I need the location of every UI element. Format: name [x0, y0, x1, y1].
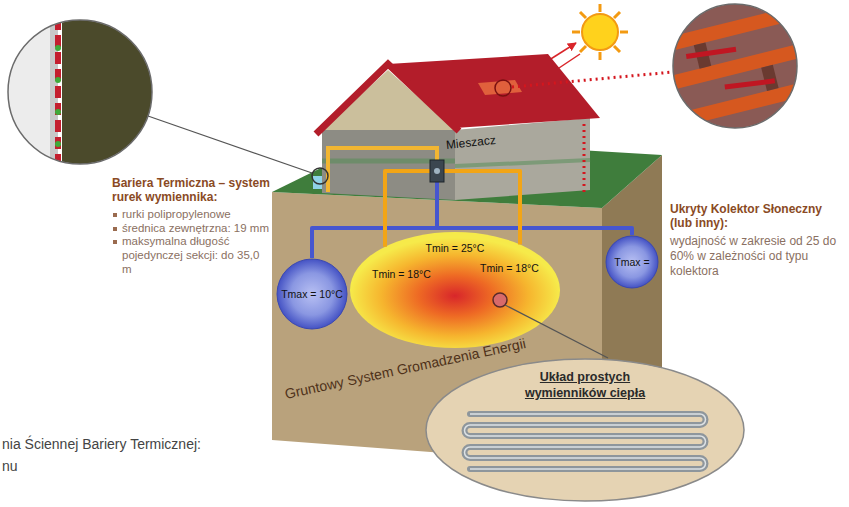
leader-line: [505, 305, 608, 358]
label-group: nia Ściennej Bariery Termicznej:nu: [2, 434, 322, 477]
temperature-label: Tmin = 18°C: [372, 268, 431, 280]
collector-board: [651, 37, 829, 94]
sun-ray: [580, 46, 586, 52]
mixer-shape: [430, 160, 444, 182]
zoom-outline: [673, 4, 797, 128]
cold-zone-circle: Tmax = 10°C: [276, 258, 348, 330]
pipe-dot: [55, 77, 61, 83]
sun-ray: [572, 31, 580, 34]
batten: [761, 65, 778, 91]
sun-ray: [614, 46, 620, 52]
sun-ray: [620, 31, 628, 34]
zoom-outline: [8, 20, 152, 164]
collector-pipe: [583, 124, 586, 196]
temperature-label: Tmin = 25°C: [420, 242, 490, 254]
label-group: Bariera Termiczna – system rurek wymienn…: [112, 176, 270, 277]
callout-heading: Bariera Termiczna – system rurek wymienn…: [112, 176, 270, 205]
node-outline: [430, 160, 444, 182]
pipe-dot: [55, 109, 61, 115]
collector-zoom: [642, 0, 838, 131]
sun: [572, 4, 628, 60]
wall-zoom: [0, 10, 160, 180]
pipe-connector: [437, 182, 632, 235]
zoom-marker: [493, 293, 507, 307]
callout-text: wydajność w zakresie od 25 do 60% w zale…: [670, 234, 844, 279]
roof-collector: [478, 80, 522, 95]
sun-ray: [580, 12, 586, 18]
heat-zone-shape: [350, 232, 560, 348]
heat-zone-ellipse: Tmin = 25°C Tmin = 18°C Tmin = 18°C: [350, 232, 560, 348]
pipe-connector: [385, 171, 430, 247]
zoom-title: Układ prostych wymienników ciepła: [510, 370, 660, 401]
sun-ray: [599, 4, 602, 12]
bullet-item: rurki polipropylenowe: [112, 208, 270, 222]
wall-panel: [62, 10, 160, 170]
sun-ray: [599, 52, 602, 60]
cold-zone-circle: Tmax =: [605, 235, 659, 289]
cold-zone-shape: [606, 236, 658, 288]
mixer-gauge: [434, 168, 440, 174]
cold-zone-shape: [277, 259, 347, 329]
label-group: Ukryty Kolektor Słoneczny (lub inny): wyd…: [670, 202, 844, 279]
zoom-marker: [312, 168, 328, 184]
bullet-item: średnica zewnętrzna: 19 mm: [112, 222, 270, 236]
caption-fragment: nia Ściennej Bariery Termicznej:: [2, 434, 322, 456]
mixer-box: Mieszacz: [430, 160, 444, 182]
pipe-dot: [55, 141, 61, 147]
leader-line: [148, 116, 312, 173]
zoom-ellipse-shape: [426, 359, 744, 501]
zoom-marker: [495, 80, 511, 96]
exchanger-tube: [465, 414, 706, 469]
exchanger-zoom-ellipse: Układ prostych wymienników ciepła: [425, 358, 745, 502]
exchanger-highlight: [465, 414, 706, 469]
pipe-connector: [312, 182, 437, 258]
collector-board: [660, 74, 838, 131]
house-roof-edge: [316, 64, 459, 134]
temperature-label: Tmax = 10°C: [276, 288, 348, 300]
caption-fragment: nu: [2, 456, 322, 478]
sun-ray: [614, 12, 620, 18]
house-side-wall: [455, 118, 590, 200]
collector-pipe: [725, 75, 775, 93]
temperature-label: Tmin = 18°C: [480, 262, 539, 274]
wall-layer: [50, 10, 58, 180]
temperature-label: Tmax =: [605, 256, 659, 268]
barrier-pipe: [55, 18, 61, 170]
leader-line: [512, 72, 673, 87]
bullet-item: maksymalna długość pojedynczej sekcji: d…: [112, 235, 270, 276]
pipe-dot: [55, 45, 61, 51]
sun-disc: [582, 14, 618, 50]
collector-pipe: [686, 44, 736, 61]
house-floor: [455, 160, 590, 166]
pipe-connector: [444, 171, 520, 244]
callout-heading: Ukryty Kolektor Słoneczny (lub inny):: [670, 202, 844, 231]
